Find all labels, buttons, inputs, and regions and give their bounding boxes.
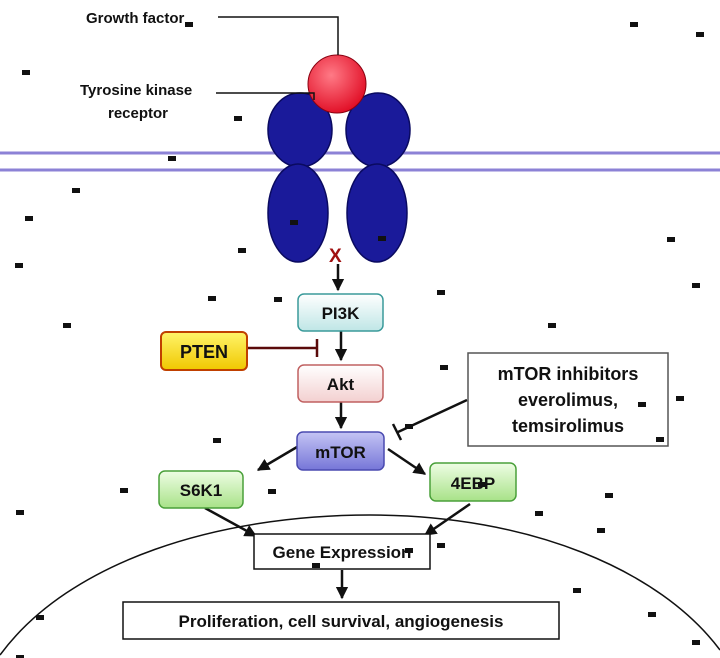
inhibitors-line3: temsirolimus xyxy=(512,416,624,436)
speckle xyxy=(274,297,282,302)
speckle xyxy=(667,237,675,242)
node-akt: Akt xyxy=(297,364,384,403)
background-speckles xyxy=(15,22,704,658)
speckle xyxy=(16,655,24,658)
speckle xyxy=(208,296,216,301)
speckle xyxy=(630,22,638,27)
node-pi3k: PI3K xyxy=(297,293,384,332)
speckle xyxy=(696,32,704,37)
speckle xyxy=(290,220,298,225)
speckle xyxy=(168,156,176,161)
node-s6k1-label: S6K1 xyxy=(180,481,223,500)
speckle xyxy=(36,615,44,620)
node-mtor-label: mTOR xyxy=(315,443,366,462)
arrow-4ebp-gene xyxy=(423,502,471,537)
speckle xyxy=(478,482,486,487)
speckle xyxy=(692,283,700,288)
arrow-mtor-4ebp xyxy=(387,447,427,476)
inhibitor-inhibit-bar xyxy=(391,423,403,441)
speckle xyxy=(63,323,71,328)
arrow-s6k1-gene xyxy=(204,506,258,538)
node-pten-label: PTEN xyxy=(180,342,228,362)
speckle xyxy=(238,248,246,253)
speckle xyxy=(605,493,613,498)
node-mtor: mTOR xyxy=(296,431,385,471)
speckle xyxy=(213,438,221,443)
node-4ebp: 4EBP xyxy=(429,462,517,502)
speckle xyxy=(548,323,556,328)
speckle xyxy=(535,511,543,516)
speckle xyxy=(405,548,413,553)
node-pi3k-label: PI3K xyxy=(322,304,361,323)
speckle xyxy=(185,22,193,27)
node-gene-expression-label: Gene Expression xyxy=(273,543,412,562)
inhibitors-line1: mTOR inhibitors xyxy=(498,364,639,384)
node-4ebp-label: 4EBP xyxy=(451,474,495,493)
speckle xyxy=(25,216,33,221)
speckle xyxy=(656,437,664,442)
speckle xyxy=(597,528,605,533)
nucleus-membrane xyxy=(0,514,720,656)
speckle xyxy=(440,365,448,370)
speckle xyxy=(16,510,24,515)
node-gene-expression: Gene Expression xyxy=(253,533,431,570)
node-pten: PTEN xyxy=(160,331,248,371)
tyrosine-kinase-receptor xyxy=(267,92,411,263)
speckle xyxy=(437,290,445,295)
blocked-mark: X xyxy=(329,246,342,267)
speckle xyxy=(22,70,30,75)
speckle xyxy=(268,489,276,494)
receptor-label-line1: Tyrosine kinase xyxy=(80,82,192,99)
speckle xyxy=(234,116,242,121)
growth-factor-ligand xyxy=(307,54,367,114)
speckle xyxy=(15,263,23,268)
node-akt-label: Akt xyxy=(327,375,355,394)
speckle xyxy=(692,640,700,645)
speckle xyxy=(676,396,684,401)
speckle xyxy=(72,188,80,193)
speckle xyxy=(405,424,413,429)
inhibitors-box: mTOR inhibitors everolimus, temsirolimus xyxy=(467,352,669,447)
speckle xyxy=(378,236,386,241)
receptor-label-line2: receptor xyxy=(108,105,168,122)
speckle xyxy=(638,402,646,407)
arrow-mtor-s6k1 xyxy=(256,445,298,472)
speckle xyxy=(573,588,581,593)
speckle xyxy=(120,488,128,493)
node-outcome-label: Proliferation, cell survival, angiogenes… xyxy=(178,612,503,631)
growth-factor-leader xyxy=(218,16,339,55)
speckle xyxy=(648,612,656,617)
speckle xyxy=(437,543,445,548)
growth-factor-label: Growth factor xyxy=(86,10,184,27)
node-s6k1: S6K1 xyxy=(158,470,244,509)
speckle xyxy=(312,563,320,568)
receptor-leader xyxy=(216,92,315,100)
node-outcome: Proliferation, cell survival, angiogenes… xyxy=(122,601,560,640)
inhibitors-line2: everolimus, xyxy=(518,390,618,410)
